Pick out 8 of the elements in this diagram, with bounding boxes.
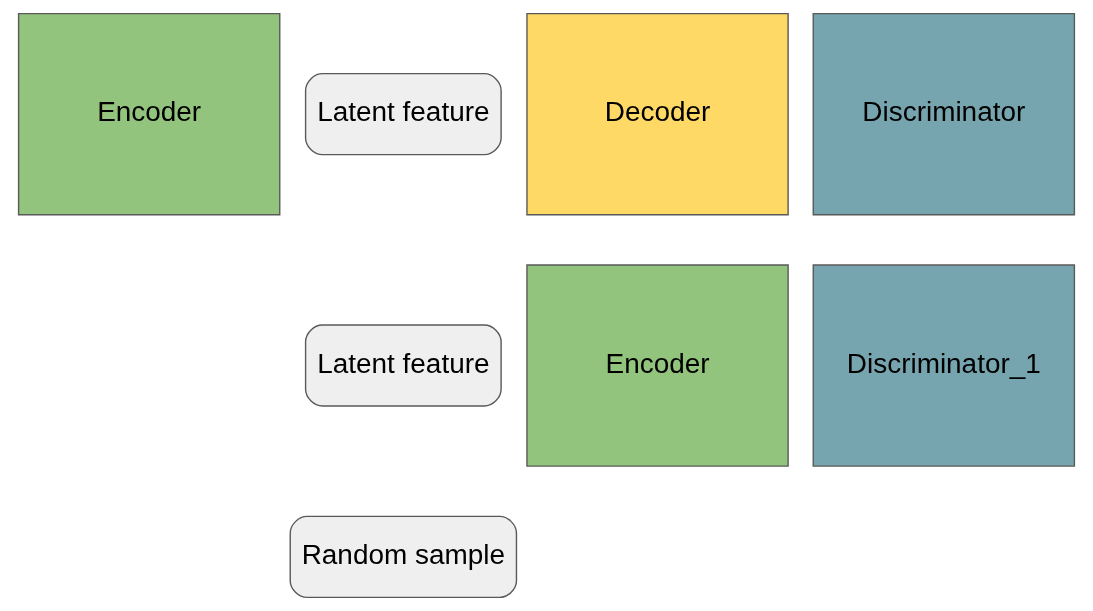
node-box: Latent feature	[304, 72, 502, 156]
node-box: Encoder	[17, 12, 281, 216]
node-box: Discriminator	[812, 12, 1076, 216]
node-box: Decoder	[526, 12, 789, 216]
node-box: Latent feature	[304, 324, 502, 407]
node-box: Random sample	[289, 515, 518, 599]
node-box: Discriminator_1	[812, 264, 1076, 467]
node-box: Encoder	[526, 264, 789, 467]
